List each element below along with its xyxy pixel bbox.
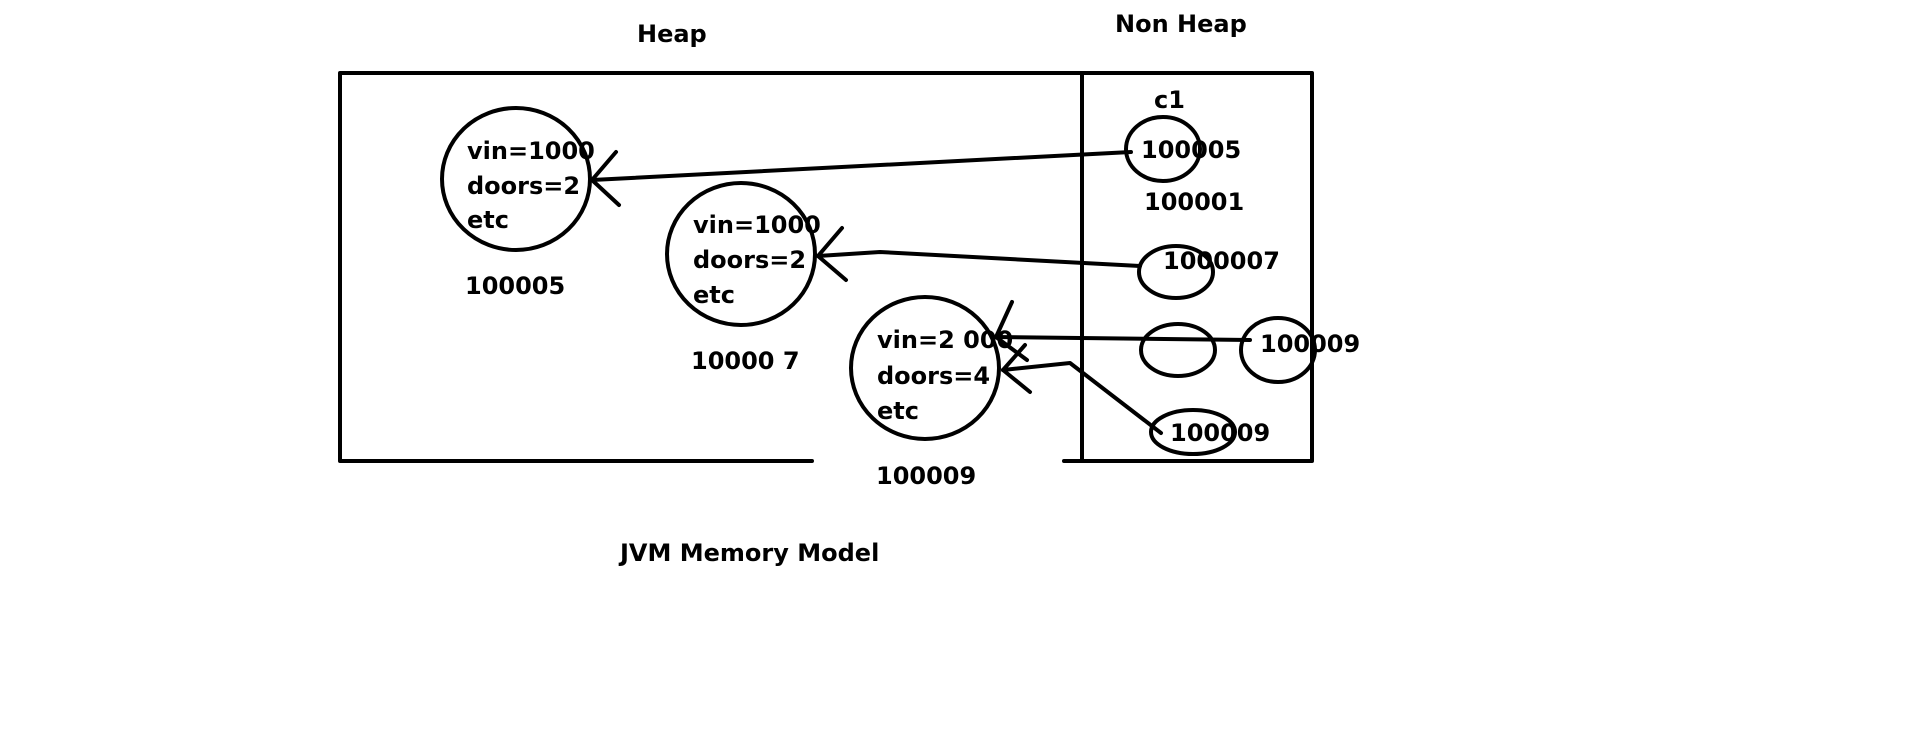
object-address: 10000 7: [691, 347, 800, 375]
object-address: 100005: [465, 272, 565, 300]
reference-circle: [1149, 408, 1237, 456]
heap-region: [338, 71, 1084, 463]
reference-arrow: [590, 150, 1133, 207]
reference-arrow: [1001, 343, 1163, 435]
reference-address: 100009: [1260, 330, 1360, 358]
object-circle: [849, 295, 1001, 441]
reference-circle: [1239, 316, 1317, 384]
non-heap-region: [1080, 71, 1314, 463]
heap-label: Heap: [637, 20, 707, 48]
object-field: vin=1000: [693, 211, 821, 239]
reference-circle: [1137, 244, 1215, 300]
variable-name: c1: [1154, 86, 1185, 114]
object-field: etc: [877, 397, 919, 425]
object-field: vin=2 000: [877, 326, 1013, 354]
object-field: doors=2: [693, 246, 806, 274]
object-circle: [440, 106, 592, 252]
object-field: etc: [693, 281, 735, 309]
reference-address: 100001: [1144, 188, 1244, 216]
reference-address: 100009: [1170, 419, 1270, 447]
object-field: doors=4: [877, 362, 990, 390]
object-field: etc: [467, 206, 509, 234]
reference-address: 1000007: [1163, 247, 1280, 275]
heap-object: vin=2 000 doors=4 etc 100009: [849, 295, 1013, 490]
reference-arrow: [816, 226, 1142, 282]
reference-address: 100005: [1141, 136, 1241, 164]
heap-object: vin=1000 doors=2 etc 10000 7: [665, 181, 821, 375]
object-address: 100009: [876, 462, 976, 490]
object-field: vin=1000: [467, 137, 595, 165]
non-heap-label: Non Heap: [1115, 10, 1247, 38]
reference-circle: [1139, 322, 1217, 378]
object-field: doors=2: [467, 172, 580, 200]
diagram-caption: JVM Memory Model: [618, 539, 879, 567]
object-circle: [665, 181, 817, 327]
reference-arrow: [994, 300, 1252, 362]
reference-circle: [1124, 115, 1202, 183]
heap-object: vin=1000 doors=2 etc 100005: [440, 106, 595, 300]
